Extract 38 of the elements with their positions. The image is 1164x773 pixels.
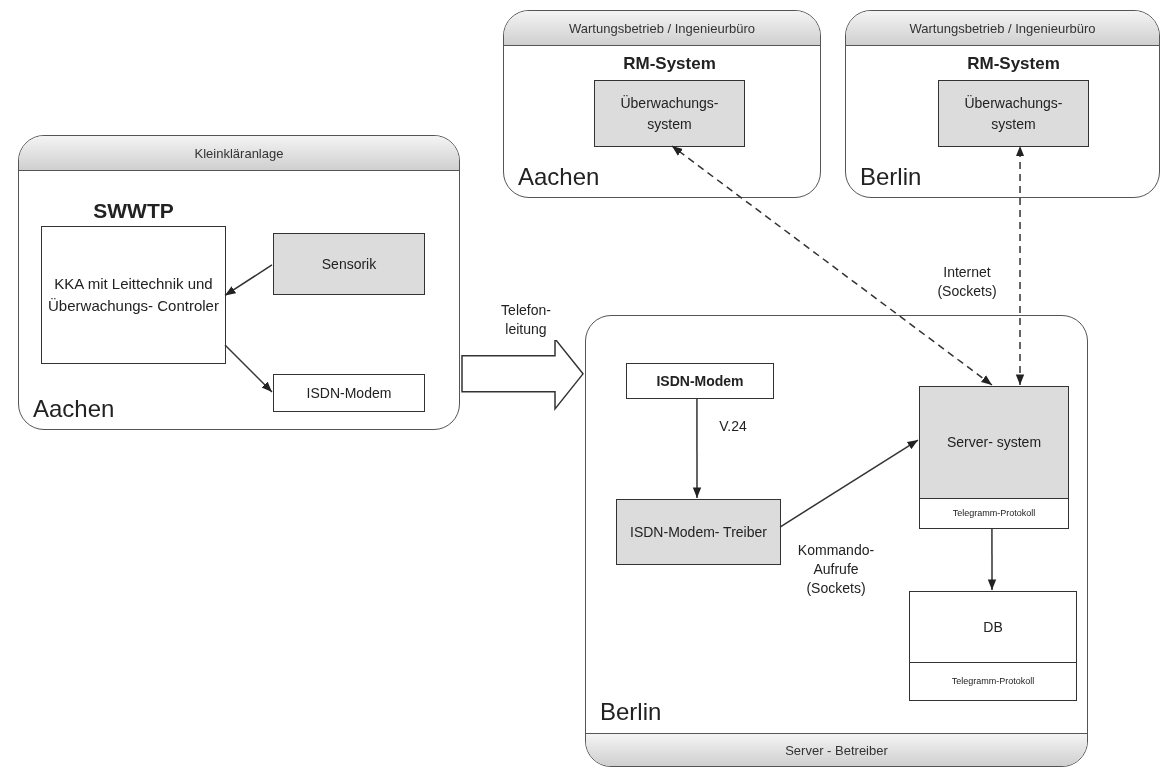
- location-label: Berlin: [860, 163, 922, 191]
- box-label: ISDN-Modem: [305, 383, 393, 403]
- group-container: [585, 315, 1088, 767]
- location-label: Berlin: [600, 698, 662, 726]
- group-footer: Server - Betreiber: [586, 733, 1087, 766]
- group-container: [845, 10, 1160, 198]
- box-heading: RM-System: [622, 53, 717, 75]
- dashed-arrow: [671, 145, 993, 386]
- box-label: ISDN-Modem- Treiber: [629, 522, 768, 542]
- box-label: DB: [982, 617, 1004, 637]
- arrow: [224, 264, 273, 297]
- group-container: [18, 135, 460, 430]
- process-box: [273, 233, 425, 295]
- box-heading: SWWTP: [92, 198, 175, 224]
- box-label: Sensorik: [320, 254, 378, 274]
- process-box: [273, 374, 425, 412]
- arrow: [692, 397, 702, 499]
- group-container: [503, 10, 821, 198]
- location-label: Aachen: [33, 395, 115, 423]
- process-box: [919, 386, 1069, 529]
- protocol-label: Telegramm-Protokoll: [920, 498, 1068, 528]
- box-label: KKA mit Leittechnik und Überwachungs- Controler: [47, 274, 220, 316]
- process-box: [909, 591, 1077, 701]
- group-header: Wartungsbetrieb / Ingenieurbüro: [846, 11, 1159, 46]
- box-label: Überwachungs- system: [619, 94, 720, 134]
- location-label: Aachen: [518, 163, 600, 191]
- arrow: [987, 527, 997, 591]
- arrow: [224, 344, 273, 393]
- group-header: Wartungsbetrieb / Ingenieurbüro: [504, 11, 820, 46]
- process-box: [626, 363, 774, 399]
- process-box: [616, 499, 781, 565]
- group-header: Kleinkläranlage: [19, 136, 459, 171]
- box-label: Server- system: [945, 433, 1043, 453]
- dashed-arrow: [1015, 145, 1025, 386]
- box-label: Überwachungs- system: [963, 94, 1064, 134]
- box-heading: RM-System: [966, 53, 1061, 75]
- box-label: ISDN-Modem: [655, 371, 745, 391]
- arrow: [779, 439, 919, 528]
